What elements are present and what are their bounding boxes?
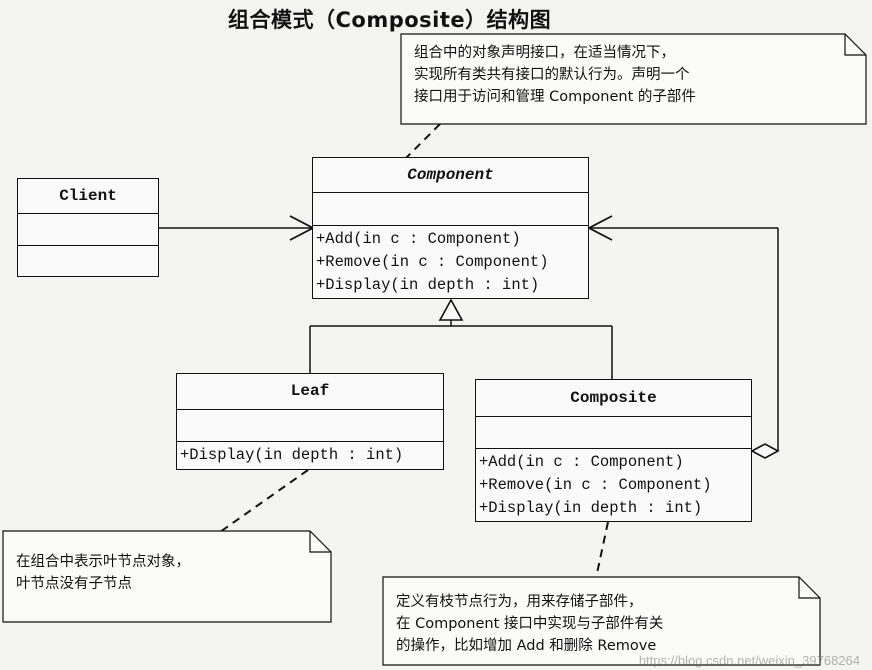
note-shape-component	[400, 33, 867, 125]
note-shape-leaf	[2, 530, 332, 623]
operation: +Add(in c : Component)	[479, 453, 684, 471]
note-line: 叶节点没有子节点	[16, 576, 132, 592]
class-composite-operations: +Add(in c : Component) +Remove(in c : Co…	[476, 449, 751, 522]
class-component-name: Component	[313, 158, 588, 193]
note-anchor-leaf	[219, 469, 309, 533]
note-line: 在组合中表示叶节点对象，	[16, 554, 190, 570]
aggregation-diamond	[750, 443, 780, 459]
operation: +Display(in depth : int)	[316, 276, 540, 294]
aggregation-arrowhead	[587, 215, 613, 241]
note-component: 组合中的对象声明接口，在适当情况下， 实现所有类共有接口的默认行为。声明一个 接…	[402, 36, 842, 114]
operation: +Add(in c : Component)	[316, 230, 521, 248]
class-client-attributes	[18, 214, 158, 246]
class-client-name: Client	[18, 179, 158, 214]
class-component-operations: +Add(in c : Component) +Remove(in c : Co…	[313, 226, 588, 299]
operation: +Remove(in c : Component)	[316, 253, 549, 271]
class-component[interactable]: Component +Add(in c : Component) +Remove…	[312, 157, 589, 299]
class-composite-name: Composite	[476, 380, 751, 417]
note-anchor-composite	[595, 521, 609, 579]
note-line: 的操作，比如增加 Add 和删除 Remove	[396, 638, 657, 654]
class-leaf-operations: +Display(in depth : int)	[177, 442, 443, 469]
diagram-title: 组合模式（Composite）结构图	[228, 8, 552, 32]
operation: +Display(in depth : int)	[180, 446, 404, 464]
watermark-text: https://blog.csdn.net/weixin_39768264	[638, 653, 860, 668]
class-client[interactable]: Client	[17, 178, 159, 277]
class-composite[interactable]: Composite +Add(in c : Component) +Remove…	[475, 379, 752, 522]
operation: +Display(in depth : int)	[479, 499, 703, 517]
note-line: 接口用于访问和管理 Component 的子部件	[414, 89, 696, 105]
note-line: 在 Component 接口中实现与子部件有关	[396, 616, 664, 632]
note-anchor-component	[405, 123, 441, 159]
note-line: 实现所有类共有接口的默认行为。声明一个	[414, 67, 690, 83]
note-shape-composite	[382, 576, 821, 666]
class-leaf[interactable]: Leaf +Display(in depth : int)	[176, 373, 444, 470]
operation: +Remove(in c : Component)	[479, 476, 712, 494]
note-composite: 定义有枝节点行为，用来存储子部件， 在 Component 接口中实现与子部件有…	[384, 585, 796, 663]
class-component-attributes	[313, 193, 588, 226]
generalization-triangle	[438, 298, 464, 321]
note-line: 组合中的对象声明接口，在适当情况下，	[414, 45, 675, 61]
class-leaf-name: Leaf	[177, 374, 443, 410]
class-leaf-attributes	[177, 410, 443, 442]
class-composite-attributes	[476, 417, 751, 449]
note-leaf: 在组合中表示叶节点对象， 叶节点没有子节点	[4, 545, 304, 601]
note-line: 定义有枝节点行为，用来存储子部件，	[396, 594, 643, 610]
